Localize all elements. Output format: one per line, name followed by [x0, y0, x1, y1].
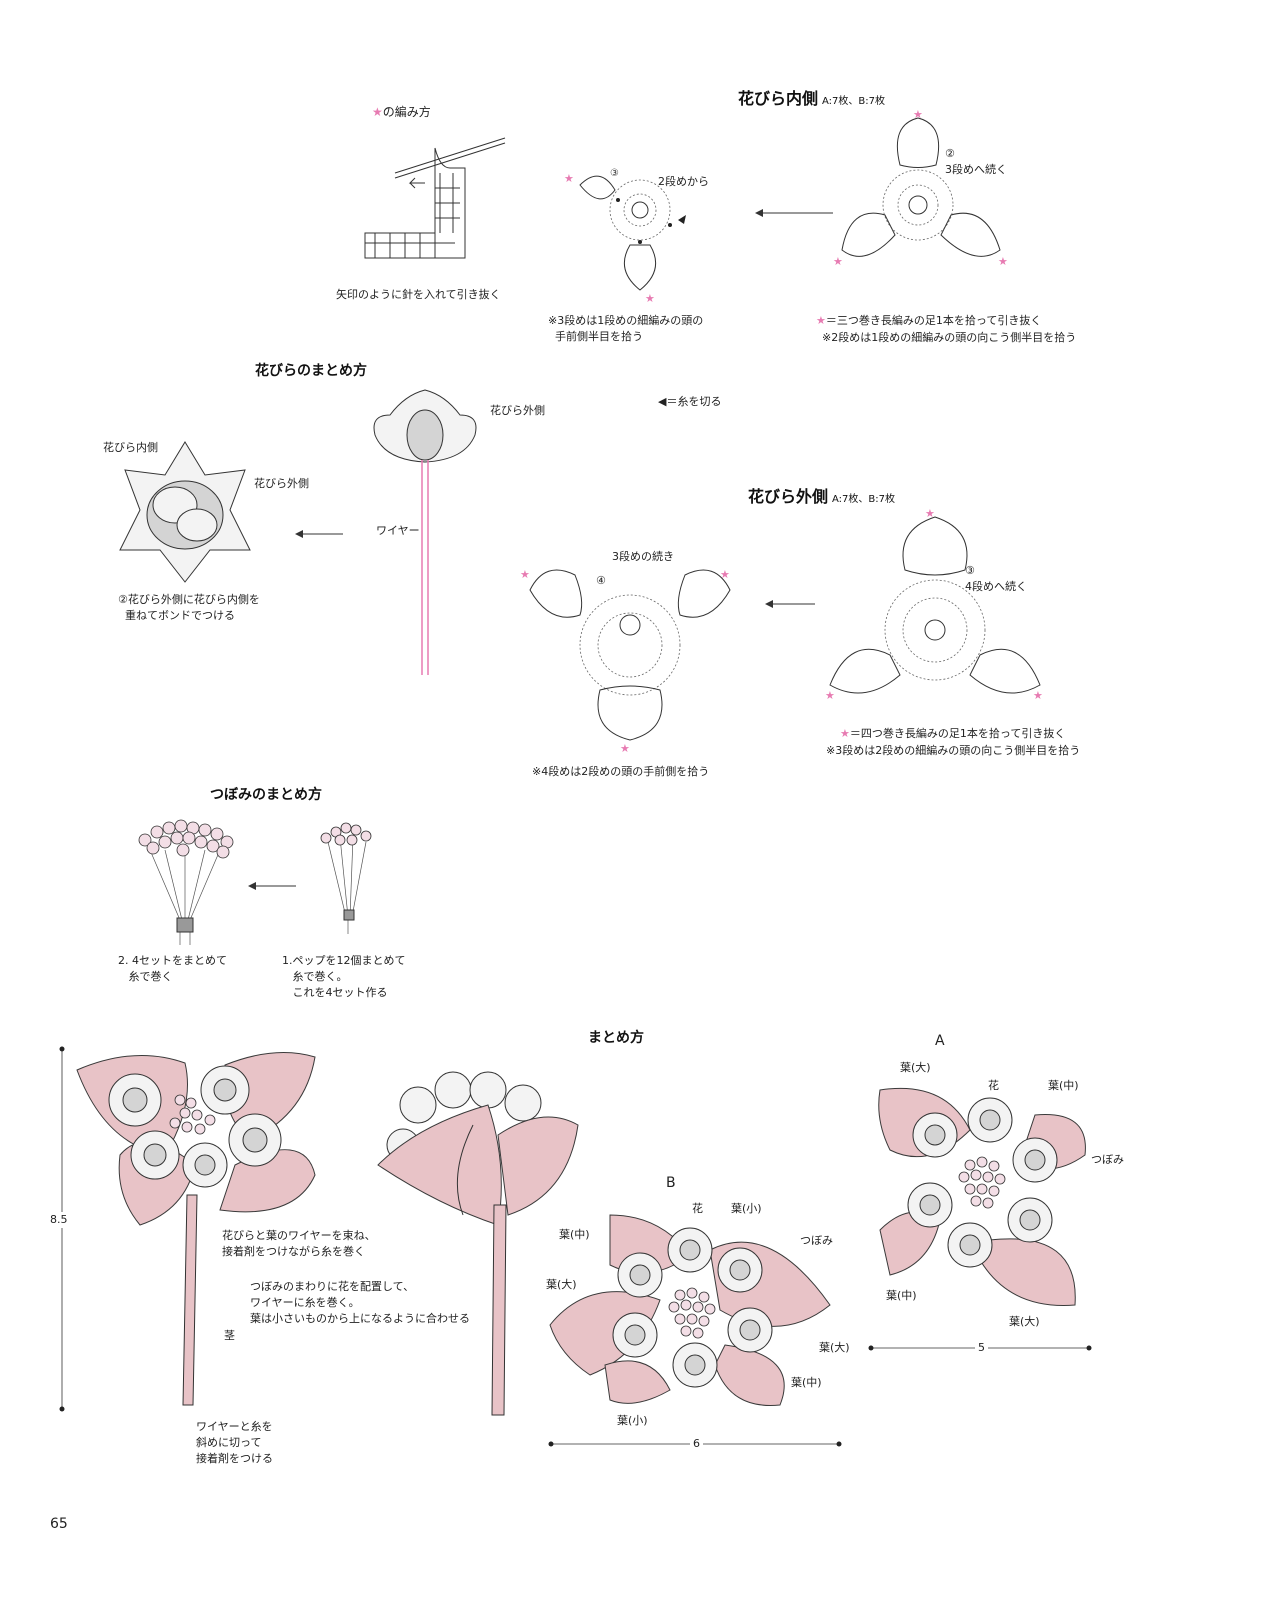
b-title: B — [666, 1175, 676, 1191]
a-bud-label: つぼみ — [1091, 1153, 1124, 1166]
a-leaf-l2-label: 葉(大) — [1009, 1315, 1040, 1328]
svg-text:★: ★ — [1033, 689, 1043, 702]
wire-label: ワイヤー — [376, 524, 420, 537]
outer-legend: ★＝四つ巻き長編みの足1本を拾って引き抜く — [840, 727, 1066, 740]
bouquet-side-view — [377, 1071, 579, 1416]
inner-petal-chart-row3: ★ ★ ③ — [564, 168, 686, 305]
arrow-left-icon — [248, 882, 296, 890]
method-caption: 矢印のように針を入れて引き抜く — [336, 288, 501, 301]
height-dimension-line — [59, 1046, 65, 1412]
note-arrange: つぼみのまわりに花を配置して、 ワイヤーに糸を巻く。 葉は小さいものから上になる… — [250, 1280, 470, 1325]
a-leaf-m-label: 葉(中) — [1048, 1079, 1079, 1092]
b-leaf-s-label: 葉(小) — [731, 1202, 762, 1215]
assembly-caption: ②花びら外側に花びら内側を 重ねてボンドでつける — [118, 593, 260, 622]
svg-text:★: ★ — [833, 255, 843, 268]
outer-petal-label: 花びら外側 — [490, 404, 545, 417]
petal-top-view — [119, 441, 251, 583]
arrow-left-icon — [755, 209, 833, 217]
outer-row3-cont: 3段めの続き — [612, 550, 674, 563]
b-leaf-m-label: 葉(中) — [559, 1228, 590, 1241]
inner-note: ※3段めは1段めの細編みの頭の 手前側半目を拾う — [548, 314, 704, 343]
page-number: 65 — [50, 1516, 68, 1532]
inner-legend-note: ※2段めは1段めの細編みの頭の向こう側半目を拾う — [822, 331, 1077, 344]
outer-note: ※4段めは2段めの頭の手前側を拾う — [532, 765, 710, 778]
bud-single-set — [320, 822, 372, 934]
bud-assembly-title: つぼみのまとめ方 — [210, 787, 322, 803]
b-leaf-s2-label: 葉(小) — [617, 1414, 648, 1427]
svg-text:★: ★ — [720, 568, 730, 581]
b-leaf-m2-label: 葉(中) — [791, 1376, 822, 1389]
bud-bundle-4sets — [138, 819, 234, 945]
svg-text:★: ★ — [825, 689, 835, 702]
inner-row2-label: ② 3段めへ続く — [945, 147, 1007, 176]
outer-legend-note: ※3段めは2段めの細編みの頭の向こう側半目を拾う — [826, 744, 1081, 757]
a-flower-label: 花 — [988, 1079, 999, 1092]
note-cut: ワイヤーと糸を 斜めに切って 接着剤をつける — [196, 1420, 273, 1465]
b-leaf-l-label: 葉(大) — [546, 1278, 577, 1291]
outer-row3-label: ③ 4段めへ続く — [965, 564, 1027, 593]
note-wire: 花びらと葉のワイヤーを束ね、 接着剤をつけながら糸を巻く — [222, 1229, 376, 1258]
bouquet-b-top-view — [549, 1214, 831, 1406]
svg-text:③: ③ — [610, 168, 619, 179]
svg-text:★: ★ — [925, 507, 935, 520]
outer-petal-chart-row3: ★ ★ ★ — [825, 507, 1043, 702]
dim-height: 8.5 — [50, 1212, 68, 1228]
b-flower-label: 花 — [692, 1202, 703, 1215]
svg-text:★: ★ — [998, 255, 1008, 268]
star-icon: ★ — [816, 314, 826, 327]
petal-assembly-title: 花びらのまとめ方 — [255, 363, 367, 379]
inner-row3-label: 2段めから — [658, 175, 709, 188]
cut-thread-icon: ◀ — [658, 395, 667, 408]
svg-text:★: ★ — [520, 568, 530, 581]
a-leaf-m2-label: 葉(中) — [886, 1289, 917, 1302]
svg-text:★: ★ — [913, 108, 923, 121]
svg-text:★: ★ — [645, 292, 655, 305]
star-method-title: ★の編み方 — [372, 105, 431, 119]
a-title: A — [935, 1033, 945, 1049]
star-icon: ★ — [372, 105, 383, 119]
bouquet-front-view — [76, 1052, 316, 1406]
inner-legend: ★＝三つ巻き長編みの足1本を拾って引き抜く — [816, 314, 1042, 327]
a-dim: 5 — [975, 1340, 988, 1356]
bud-step2: 2. 4セットをまとめて 糸で巻く — [118, 954, 227, 983]
bouquet-a-top-view — [878, 1087, 1086, 1306]
inner-petal-label: 花びら内側 — [103, 441, 158, 454]
star-icon: ★ — [840, 727, 850, 740]
outer-row4-label: ④ — [596, 574, 606, 587]
arrow-left-icon — [295, 530, 343, 538]
inner-petal-chart-row2: ★ ★ ★ — [833, 108, 1008, 268]
final-assembly-title: まとめ方 — [588, 1030, 644, 1046]
outer-petal-chart-row4: ★ ★ ★ — [520, 568, 731, 755]
stem-label: 茎 — [224, 1329, 235, 1342]
svg-text:★: ★ — [564, 172, 574, 185]
b-bud-label: つぼみ — [800, 1234, 833, 1247]
outer-petal-label-2: 花びら外側 — [254, 477, 309, 490]
crochet-hook-illustration — [364, 137, 506, 259]
bud-step1: 1.ペップを12個まとめて 糸で巻く。 これを4セット作る — [282, 954, 406, 999]
svg-text:★: ★ — [620, 742, 630, 755]
b-dim: 6 — [690, 1436, 703, 1452]
a-leaf-l-label: 葉(大) — [900, 1061, 931, 1074]
arrow-left-icon — [765, 600, 815, 608]
cut-legend: ◀＝糸を切る — [658, 395, 722, 408]
b-leaf-l2-label: 葉(大) — [819, 1341, 850, 1354]
petal-side-view — [373, 389, 477, 675]
